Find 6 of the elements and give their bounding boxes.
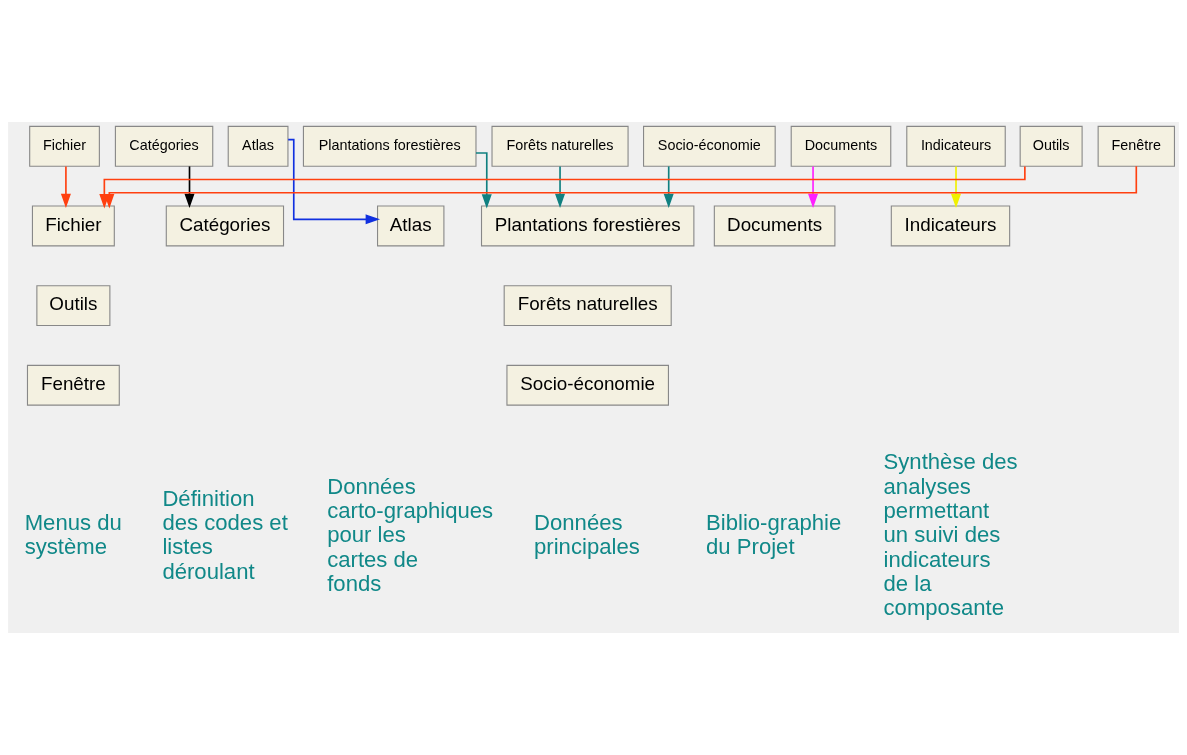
label: Données principales [534,510,640,560]
label: Menus du système [24,510,122,560]
label: Définition des codes et listes déroulant [162,485,288,584]
label: Données carto-graphiques pour les cartes de fonds [327,473,494,596]
label: Synthèse des analyses permettant un suivi des indicateurs de la composante [883,449,1018,621]
label: Biblio-graphie du Projet [706,510,842,560]
